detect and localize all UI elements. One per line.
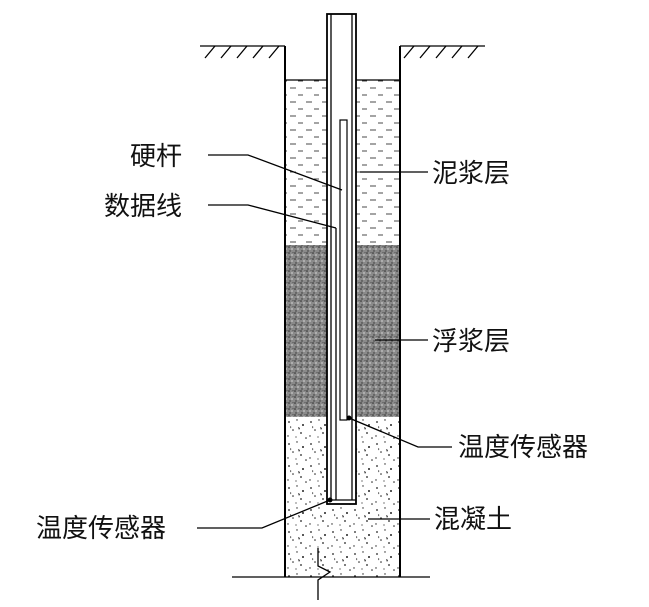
leader-lines	[197, 154, 452, 529]
ground-hatching-left	[204, 45, 280, 59]
label-mud-layer: 泥浆层	[432, 159, 510, 189]
label-temp-sensor-upper: 温度传感器	[458, 433, 588, 463]
leader-data-cable	[208, 204, 337, 229]
leader-temp-sensor-upper	[348, 417, 452, 448]
label-data-cable: 数据线	[104, 192, 182, 222]
break-symbol	[317, 548, 332, 600]
label-slurry-layer: 浮浆层	[432, 327, 510, 357]
label-temp-sensor-lower: 温度传感器	[36, 514, 166, 544]
ground-surface	[200, 45, 485, 59]
label-hard-rod: 硬杆	[130, 142, 182, 172]
hard-rod	[339, 119, 348, 421]
label-concrete: 混凝土	[434, 505, 512, 535]
leader-hard-rod	[208, 154, 343, 191]
ground-hatching-right	[403, 45, 479, 59]
leader-temp-sensor-lower	[197, 499, 331, 529]
